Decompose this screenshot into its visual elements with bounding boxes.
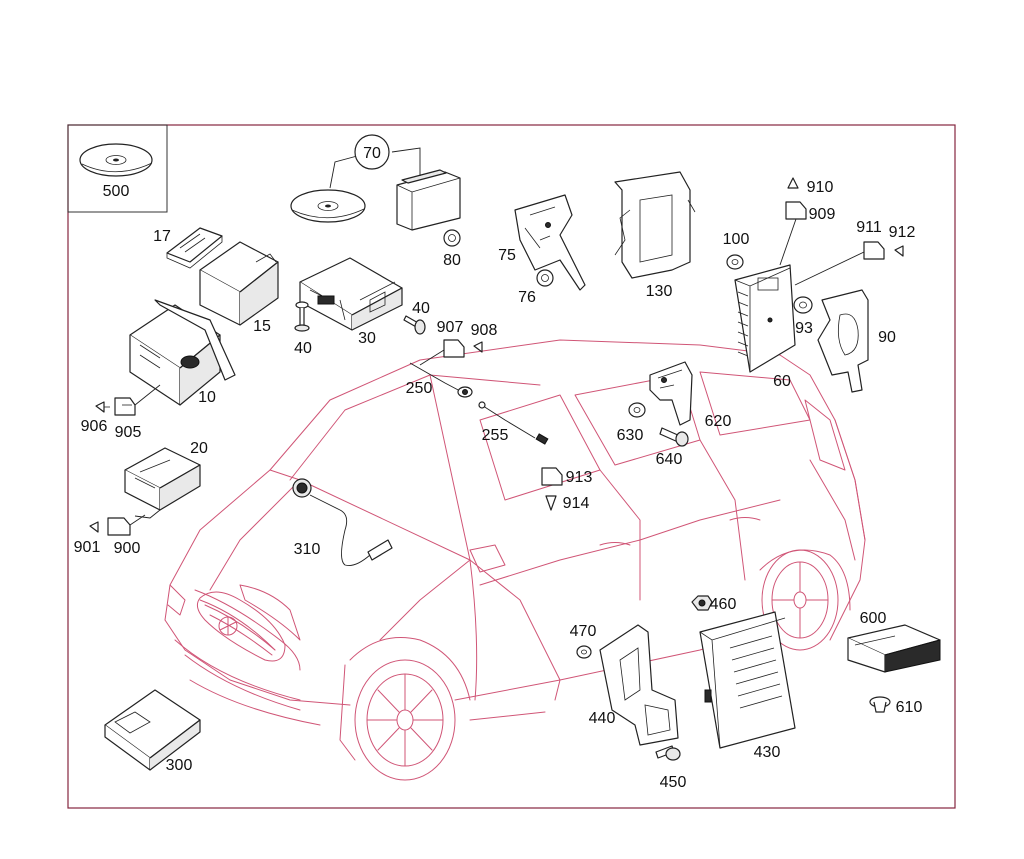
frame-inner-dark (67, 124, 956, 809)
antenna-250 (409, 362, 473, 398)
connector-905 (114, 384, 161, 416)
bracket-90 (817, 289, 869, 393)
label-500: 500 (103, 183, 130, 200)
label-640: 640 (656, 451, 683, 468)
bolt-450 (655, 745, 681, 761)
label-80: 80 (443, 252, 461, 269)
unit-20 (124, 447, 201, 519)
label-90: 90 (878, 329, 896, 346)
vehicle-outline (164, 339, 866, 781)
label-93: 93 (795, 320, 813, 337)
cd-disc-500 (79, 143, 153, 177)
screw-40-left (294, 301, 310, 332)
label-76: 76 (518, 289, 536, 306)
diagram-frame (67, 124, 956, 809)
label-460: 460 (710, 596, 737, 613)
label-910: 910 (807, 179, 834, 196)
label-40-left: 40 (294, 340, 312, 357)
label-913: 913 (566, 469, 593, 486)
unit-10 (129, 299, 236, 406)
label-630: 630 (617, 427, 644, 444)
disc-and-module-70 (290, 147, 461, 231)
label-600: 600 (860, 610, 887, 627)
amplifier-60 (734, 264, 796, 373)
pin-906 (95, 401, 110, 413)
label-75: 75 (498, 247, 516, 264)
label-909: 909 (809, 206, 836, 223)
label-70: 70 (363, 145, 381, 162)
label-255: 255 (482, 427, 509, 444)
bracket-620 (649, 361, 693, 426)
label-130: 130 (646, 283, 673, 300)
label-907: 907 (437, 319, 464, 336)
pin-910 (787, 177, 799, 189)
grommet-610 (869, 696, 891, 713)
box-300 (104, 689, 201, 771)
label-60: 60 (773, 373, 791, 390)
cable-310 (292, 478, 393, 566)
label-440: 440 (589, 710, 616, 727)
washer-100 (726, 254, 744, 270)
label-300: 300 (166, 757, 193, 774)
label-17: 17 (153, 228, 171, 245)
label-70-callout (354, 134, 390, 170)
connector-909 (779, 201, 807, 266)
module-17 (166, 227, 223, 269)
label-914: 914 (563, 495, 590, 512)
label-906: 906 (81, 418, 108, 435)
unit-15 (199, 241, 279, 326)
label-620: 620 (705, 413, 732, 430)
label-610: 610 (896, 699, 923, 716)
bracket-440 (599, 624, 679, 746)
pin-908 (473, 341, 483, 353)
bolt-640 (659, 427, 689, 447)
bracket-130 (614, 171, 696, 279)
pin-912 (894, 245, 904, 257)
screw-40-right (403, 315, 426, 335)
label-15: 15 (253, 318, 271, 335)
label-20: 20 (190, 440, 208, 457)
pin-914 (545, 495, 557, 511)
connector-907 (419, 339, 465, 366)
nut-460 (691, 595, 713, 611)
inset-box-500 (67, 124, 168, 213)
label-250: 250 (406, 380, 433, 397)
label-430: 430 (754, 744, 781, 761)
nut-80 (443, 229, 461, 247)
connector-900 (107, 514, 146, 536)
label-40-right: 40 (412, 300, 430, 317)
label-911: 911 (856, 219, 882, 236)
label-470: 470 (570, 623, 597, 640)
label-30: 30 (358, 330, 376, 347)
label-912: 912 (889, 224, 916, 241)
washer-470 (576, 645, 592, 659)
label-100: 100 (723, 231, 750, 248)
label-901: 901 (74, 539, 101, 556)
module-600 (847, 624, 941, 673)
label-310: 310 (294, 541, 321, 558)
cable-255 (478, 401, 549, 445)
label-908: 908 (471, 322, 498, 339)
nut-76 (536, 269, 554, 287)
connector-911 (794, 241, 885, 286)
label-900: 900 (114, 540, 141, 557)
pin-901 (89, 521, 99, 533)
module-30 (299, 257, 403, 331)
bracket-75 (514, 194, 586, 291)
label-450: 450 (660, 774, 687, 791)
label-905: 905 (115, 424, 142, 441)
washer-93 (793, 296, 813, 314)
connector-913 (541, 467, 563, 486)
part-labels: 500 70 80 17 15 30 40 40 10 906 905 907 … (74, 134, 923, 791)
module-430 (699, 611, 796, 749)
washer-630 (628, 402, 646, 418)
label-10: 10 (198, 389, 216, 406)
